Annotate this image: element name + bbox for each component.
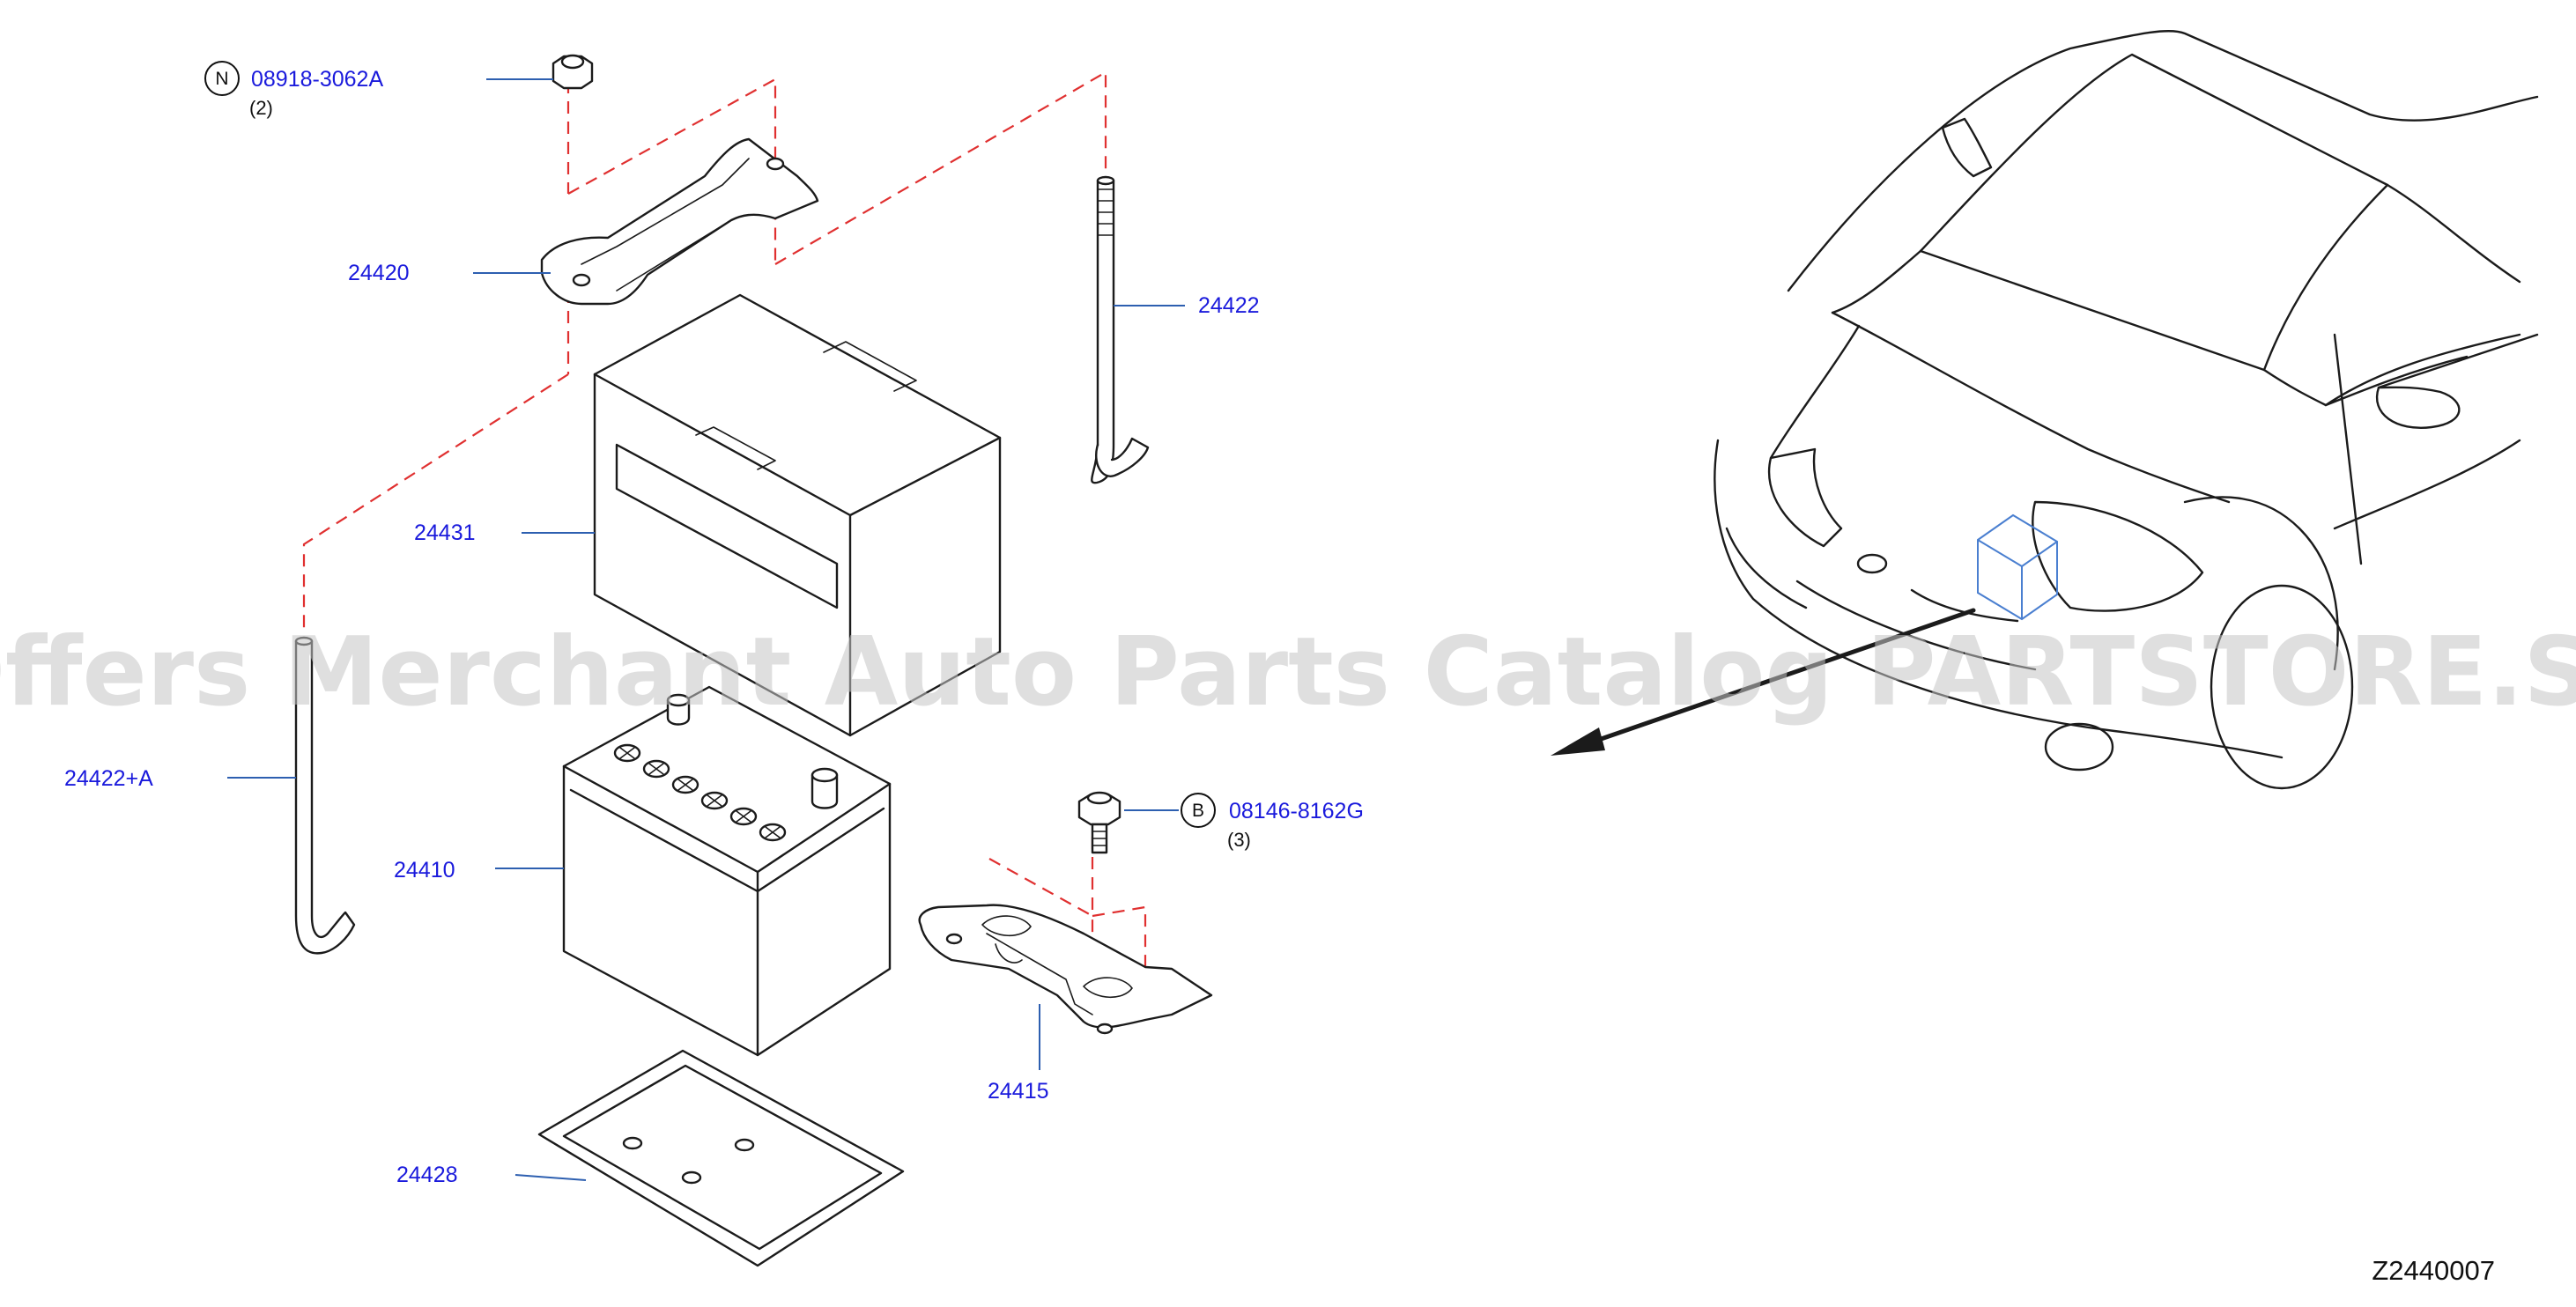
vehicle-illustration bbox=[1551, 29, 2539, 790]
battery-part bbox=[562, 685, 892, 1057]
nut-part bbox=[551, 54, 594, 90]
bracket-part-number[interactable]: 24415 bbox=[988, 1079, 1049, 1104]
nut-part-number[interactable]: 08918-3062A bbox=[251, 67, 383, 92]
assembly-guides bbox=[302, 70, 1147, 969]
rod-left-part-number[interactable]: 24422+A bbox=[64, 766, 153, 791]
battery-part-number[interactable]: 24410 bbox=[394, 858, 455, 882]
n-symbol: N bbox=[215, 69, 228, 89]
battery-location-marker bbox=[1977, 513, 2058, 621]
rod-right-part-number[interactable]: 24422 bbox=[1198, 293, 1260, 318]
frame-hold-part-number[interactable]: 24420 bbox=[348, 261, 410, 285]
bolt-part bbox=[1077, 791, 1121, 854]
bolt-part-number[interactable]: 08146-8162G bbox=[1229, 799, 1364, 823]
figure-code: Z2440007 bbox=[2372, 1255, 2495, 1286]
rod-left-part bbox=[294, 636, 356, 955]
frame-hold-part bbox=[540, 137, 819, 306]
rod-right-part bbox=[1091, 175, 1150, 484]
nut-quantity: (2) bbox=[249, 97, 273, 119]
battery-tray-part bbox=[537, 1049, 905, 1267]
battery-bracket-part bbox=[918, 904, 1213, 1035]
cover-part-number[interactable]: 24431 bbox=[414, 521, 476, 545]
n-symbol-circle bbox=[204, 61, 240, 96]
battery-cover-part bbox=[593, 293, 1002, 737]
b-symbol-circle bbox=[1181, 793, 1216, 828]
watermark-text: Offers Merchant Auto Parts Catalog PARTS… bbox=[0, 617, 2576, 727]
b-symbol: B bbox=[1192, 801, 1204, 821]
bolt-quantity: (3) bbox=[1227, 829, 1251, 851]
leader-lines bbox=[227, 78, 1185, 1181]
tray-part-number[interactable]: 24428 bbox=[396, 1163, 458, 1187]
